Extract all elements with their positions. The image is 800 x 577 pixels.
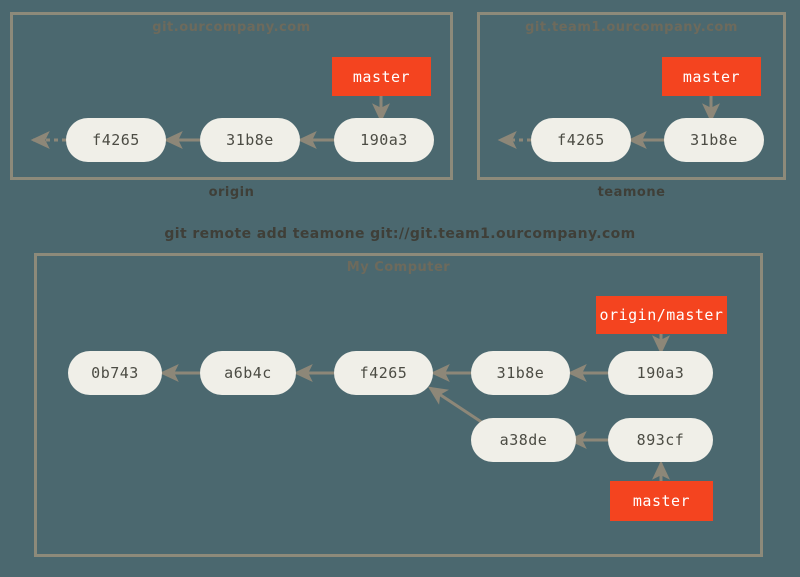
repo-box-teamone — [477, 12, 786, 180]
repo-name-origin: origin — [208, 185, 255, 200]
repo-box-local — [34, 253, 763, 557]
command-caption: git remote add teamone git://git.team1.o… — [164, 226, 636, 242]
ref-label-master[interactable]: master — [610, 481, 713, 521]
repo-box-origin — [10, 12, 453, 180]
commit-node[interactable]: 190a3 — [334, 118, 434, 162]
commit-node[interactable]: 31b8e — [664, 118, 764, 162]
commit-node[interactable]: 0b743 — [68, 351, 162, 395]
commit-node[interactable]: a38de — [471, 418, 576, 462]
repo-name-teamone: teamone — [597, 185, 666, 200]
commit-node[interactable]: 190a3 — [608, 351, 713, 395]
commit-node[interactable]: f4265 — [334, 351, 433, 395]
commit-node[interactable]: f4265 — [531, 118, 631, 162]
repo-host-origin: git.ourcompany.com — [152, 20, 311, 35]
commit-node[interactable]: f4265 — [66, 118, 166, 162]
ref-label-origin-master[interactable]: origin/master — [596, 296, 727, 334]
commit-node[interactable]: 31b8e — [471, 351, 570, 395]
commit-node[interactable]: 893cf — [608, 418, 713, 462]
commit-node[interactable]: 31b8e — [200, 118, 300, 162]
ref-label-master[interactable]: master — [662, 57, 761, 96]
ref-label-master[interactable]: master — [332, 57, 431, 96]
repo-host-teamone: git.team1.ourcompany.com — [525, 20, 738, 35]
commit-node[interactable]: a6b4c — [200, 351, 296, 395]
repo-host-local: My Computer — [346, 260, 451, 275]
